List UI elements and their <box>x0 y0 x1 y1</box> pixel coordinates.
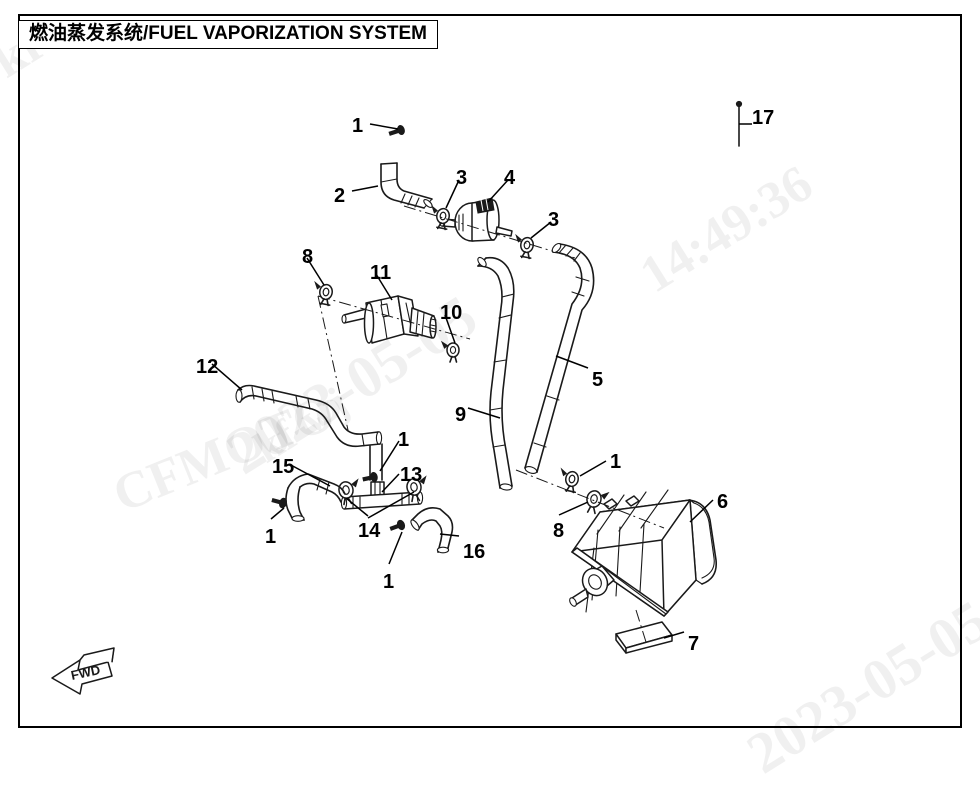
assembly-axis-pad <box>635 609 647 643</box>
callout-3-clamp-right: 3 <box>548 209 560 231</box>
part-8-clamp-filter-inlet <box>311 281 335 307</box>
part-17-retaining-pin <box>735 100 743 147</box>
callout-7-mounting-pad: 7 <box>688 633 700 655</box>
callout-14-clamps: 14 <box>358 520 381 542</box>
fwd-direction-marker: FWD <box>51 647 115 695</box>
callout-12-hose-left: 12 <box>196 356 219 378</box>
assembly-axis-canister <box>515 469 665 529</box>
callout-3-clamp-left: 3 <box>456 167 468 189</box>
part-1-clamp-hose15 <box>271 497 288 509</box>
callout-16-hose: 16 <box>463 541 486 563</box>
svg-text:FWD: FWD <box>70 662 102 683</box>
part-5-vapor-hose-right <box>524 242 595 474</box>
assembly-axis-hose12 <box>317 295 349 431</box>
callout-1-canister-inlet: 1 <box>610 451 622 473</box>
callout-4-purge-valve: 4 <box>504 167 516 189</box>
part-1-clamp-hose16 <box>389 519 406 531</box>
part-4-purge-valve <box>439 197 513 242</box>
callout-8-canister-port: 8 <box>553 520 565 542</box>
part-1-clamp-hose12-bottom <box>362 471 378 483</box>
part-11-vapor-filter <box>341 295 437 344</box>
callout-10-clamp: 10 <box>440 302 463 324</box>
assembly-axis-valve <box>403 205 576 259</box>
part-13-three-way-connector <box>340 481 424 510</box>
callout-1-hose16: 1 <box>383 571 395 593</box>
part-9-vapor-hose-center <box>477 256 515 491</box>
part-12-vapor-hose-left <box>235 384 383 481</box>
callout-2-hose-upper-left: 2 <box>334 185 346 207</box>
part-7-canister-mounting-pad <box>615 621 673 654</box>
part-1-clamp-canister-inlet <box>557 468 581 494</box>
callout-5-hose-right: 5 <box>592 369 604 391</box>
part-10-clamp-filter-outlet <box>440 340 460 363</box>
callout-1-hose15: 1 <box>265 526 277 548</box>
part-15-vapor-hose-lower-left <box>285 473 346 522</box>
part-16-vapor-hose-lower-right <box>410 507 454 554</box>
callout-9-hose-center: 9 <box>455 404 467 426</box>
leader-lines <box>211 123 752 639</box>
drawing-frame <box>18 14 962 728</box>
callout-13-connector: 13 <box>400 464 423 486</box>
page-title: 燃油蒸发系统/FUEL VAPORIZATION SYSTEM <box>29 23 427 44</box>
callout-15-hose: 15 <box>272 456 295 478</box>
assembly-axis-filter <box>317 295 471 340</box>
callout-6-canister: 6 <box>717 491 729 513</box>
part-1-clamp-hose2 <box>388 125 405 136</box>
part-3-clamp-right <box>512 234 536 260</box>
callout-17-pin: 17 <box>752 107 775 129</box>
part-2-vapor-hose-upper-left <box>380 162 433 209</box>
callout-1-hose2: 1 <box>352 115 364 137</box>
callout-8-filter-inlet: 8 <box>302 246 314 268</box>
callout-11-filter: 11 <box>370 262 392 284</box>
callout-1-above-tee: 1 <box>398 429 410 451</box>
page-title-box: 燃油蒸发系统/FUEL VAPORIZATION SYSTEM <box>18 20 438 49</box>
part-6-charcoal-canister <box>569 489 718 617</box>
parts-diagram-illustration: .ln { fill:none; stroke:#1a1a1a; stroke-… <box>51 100 752 695</box>
